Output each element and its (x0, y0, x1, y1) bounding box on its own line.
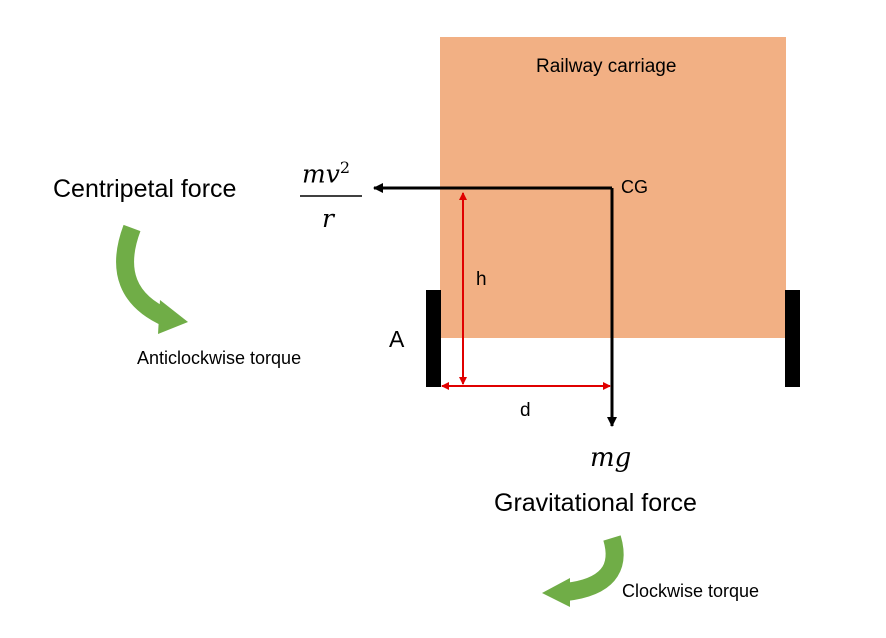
rail-left (426, 290, 441, 387)
h-label: h (476, 269, 487, 290)
d-label: d (520, 400, 531, 421)
numerator-base: mv (302, 159, 340, 189)
anticlockwise-torque-label: Anticlockwise torque (137, 348, 302, 368)
rail-right (785, 290, 800, 387)
numerator-exponent: 2 (339, 158, 351, 177)
carriage-label: Railway carriage (536, 56, 677, 77)
point-a-label: A (389, 326, 405, 352)
centripetal-numerator: mv2 (302, 158, 351, 189)
clockwise-torque-label: Clockwise torque (622, 581, 760, 601)
gravity-expression: mg (590, 443, 632, 473)
clockwise-torque-arrow-icon (542, 535, 624, 607)
anticlockwise-torque-arrow-icon (116, 224, 188, 334)
centripetal-denominator: r (322, 204, 334, 233)
cg-label: CG (621, 177, 648, 197)
gravitational-force-label: Gravitational force (494, 489, 697, 517)
centripetal-force-label: Centripetal force (53, 175, 237, 203)
